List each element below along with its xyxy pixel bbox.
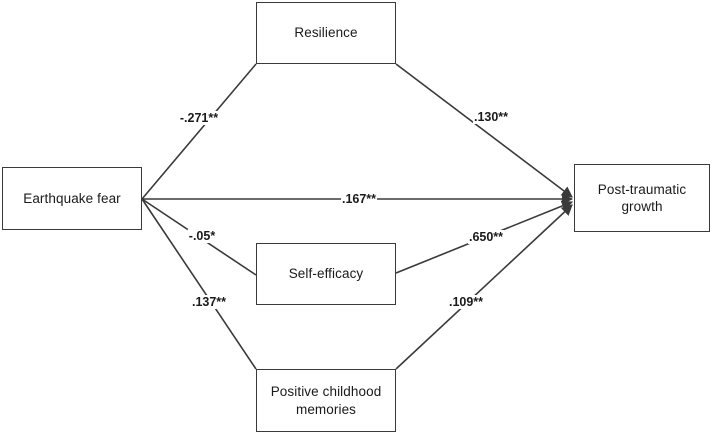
path-line-ef-to-res	[141, 63, 257, 200]
edge-label-ef-to-se: -.05*	[187, 229, 217, 243]
node-positive-childhood-memories-label-line2: memories	[295, 401, 357, 417]
edge-label-res-to-ptg: .130**	[472, 110, 510, 124]
edge-label-ef-to-res: -.271**	[178, 111, 220, 125]
node-earthquake-fear[interactable]: Earthquake fear	[2, 167, 142, 230]
path-line-res-to-ptg	[395, 63, 573, 198]
node-positive-childhood-memories-label-line1: Positive childhood	[270, 384, 382, 400]
node-post-traumatic-growth[interactable]: Post-traumatic growth	[574, 164, 710, 232]
edge-label-ef-to-ptg: .167**	[340, 192, 378, 206]
edge-label-se-to-ptg: .650**	[467, 230, 505, 244]
path-line-ef-to-pcm	[141, 198, 257, 370]
node-resilience-label: Resilience	[294, 25, 358, 41]
edge-label-pcm-to-ptg: .109**	[447, 295, 485, 309]
edge-label-ef-to-pcm: .137**	[190, 295, 228, 309]
node-earthquake-fear-label: Earthquake fear	[23, 190, 121, 206]
node-positive-childhood-memories[interactable]: Positive childhood memories	[256, 369, 396, 432]
node-post-traumatic-growth-label-line1: Post-traumatic	[597, 181, 687, 197]
path-line-pcm-to-ptg	[395, 204, 573, 370]
node-self-efficacy[interactable]: Self-efficacy	[256, 243, 396, 305]
node-self-efficacy-label: Self-efficacy	[288, 266, 364, 282]
node-resilience[interactable]: Resilience	[256, 2, 396, 64]
node-post-traumatic-growth-label-line2: growth	[621, 199, 663, 214]
